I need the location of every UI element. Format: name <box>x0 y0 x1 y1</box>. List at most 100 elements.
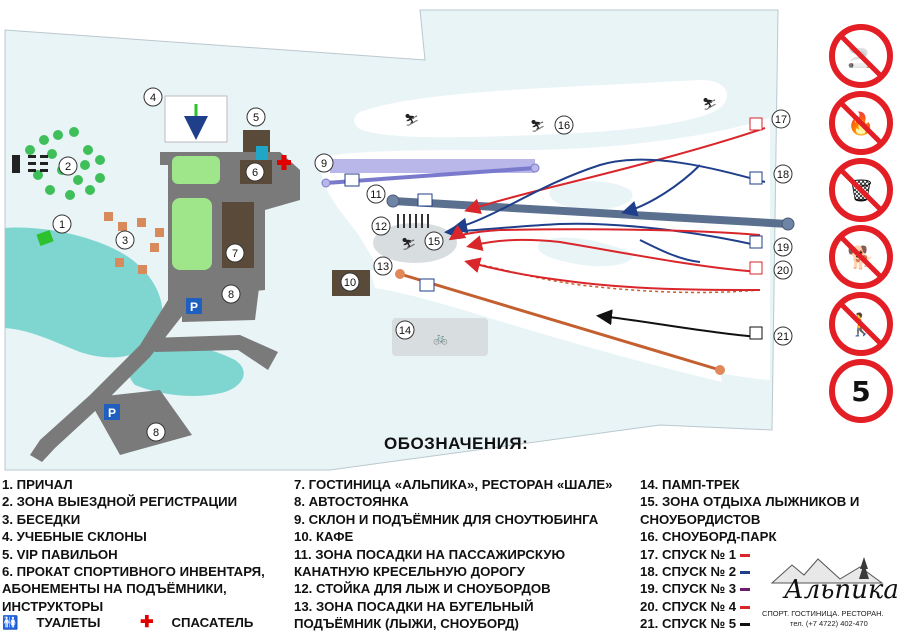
legend-item: 16. СНОУБОРД-ПАРК <box>640 529 777 545</box>
map-number-label: 13 <box>377 261 389 273</box>
rescuer-cross <box>277 155 291 170</box>
map-number-badge <box>773 326 793 346</box>
legend-item: 1. ПРИЧАЛ <box>2 477 73 492</box>
legend-item: 14. ПАМП-ТРЕК <box>640 477 740 492</box>
alpika-logo: Альпика СПОРТ. ГОСТИНИЦА. РЕСТОРАН. тел.… <box>752 553 900 633</box>
prohibition-signs: 🚬🔥🗑🐕🚶5 <box>829 24 893 423</box>
map-number-badge <box>773 164 793 184</box>
grass-field-1 <box>172 156 220 184</box>
run-start-markers <box>344 117 763 340</box>
toilet-icon: 🚻 <box>2 615 19 630</box>
run-5 <box>596 309 759 338</box>
legend-item: 21. СПУСК № 5 <box>640 616 737 632</box>
legend-run-2: 18. СПУСК № 2 <box>640 563 859 580</box>
legend-title: ОБОЗНАЧЕНИЯ: <box>384 434 529 453</box>
logo-name: Альпика <box>784 575 899 605</box>
map-number-label: 2 <box>65 161 71 173</box>
legend-run-5: 21. СПУСК № 5 <box>640 615 859 632</box>
map-number-label: 8 <box>153 427 159 439</box>
run-3b <box>639 239 701 263</box>
skier-icons: ⛷ ⛷ ⛷ ⛷ 🚲 <box>401 97 717 345</box>
legend-item: СНОУБОРДИСТОВ <box>640 511 761 527</box>
map-number-badge <box>366 184 386 204</box>
map-number-badge <box>146 422 166 442</box>
run-swatch <box>740 553 751 557</box>
run-4b <box>466 235 761 273</box>
pier <box>36 229 54 247</box>
ski-rack <box>397 214 429 228</box>
map-number-badge <box>246 107 266 127</box>
svg-text:⛷: ⛷ <box>702 97 717 111</box>
legend-item: 12. СТОЙКА ДЛЯ ЛЫЖ И СНОУБОРДОВ <box>294 581 551 597</box>
run-4 <box>448 224 761 241</box>
tow-lift-line <box>399 272 721 372</box>
svg-text:⛷: ⛷ <box>404 113 419 127</box>
map-number-label: 5 <box>253 112 259 124</box>
map-number-badge <box>424 231 444 251</box>
legend-item: ИНСТРУКТОРЫ <box>2 598 104 614</box>
svg-text:🚲: 🚲 <box>433 331 448 345</box>
map-number-label: 7 <box>232 248 238 260</box>
legend-item: ПОДЪЁМНИК (ЛЫЖИ, СНОУБОРД) <box>294 616 519 632</box>
cross-icon: ✚ <box>140 614 154 631</box>
legend-item: 19. СПУСК № 3 <box>640 581 737 597</box>
map-number-label: 1 <box>59 219 65 231</box>
svg-text:⛷: ⛷ <box>530 119 545 133</box>
run-1 <box>464 127 766 214</box>
map-number-label: 14 <box>399 325 411 337</box>
map-number-badge <box>58 156 78 176</box>
registration-zone <box>12 155 48 173</box>
parking-label: P <box>108 406 116 420</box>
svg-text:⛷: ⛷ <box>401 237 416 251</box>
map-number-label: 16 <box>558 120 570 132</box>
parking-sign-2 <box>104 404 120 420</box>
map-number-badge <box>373 256 393 276</box>
map-number-label: 9 <box>321 158 327 170</box>
map-number-badge <box>371 216 391 236</box>
map-number-label: 12 <box>375 221 387 233</box>
run-swatch <box>740 605 751 609</box>
run-2 <box>451 158 766 234</box>
no-dogs-icon: 🐕 <box>829 225 893 289</box>
map-number-badge <box>395 320 415 340</box>
legend-item: 13. ЗОНА ПОСАДКИ НА БУГЕЛЬНЫЙ <box>294 598 534 614</box>
legend-item: 11. ЗОНА ПОСАДКИ НА ПАССАЖИРСКУЮ <box>294 546 566 562</box>
chairlift-line <box>392 197 789 228</box>
legend-rescuer: ✚ СПАСАТЕЛЬ <box>140 614 271 631</box>
legend-column-2: 7. ГОСТИНИЦА «АЛЬПИКА», РЕСТОРАН «ШАЛЕ» … <box>294 476 613 633</box>
lift-corridor <box>370 270 722 382</box>
no-fire-icon: 🔥 <box>829 91 893 155</box>
map-number-label: 21 <box>777 331 789 343</box>
legend-item: 10. КАФЕ <box>294 529 354 545</box>
legend-run-3: 19. СПУСК № 3 <box>640 580 859 597</box>
map-number-label: 3 <box>122 235 128 247</box>
legend-item: 15. ЗОНА ОТДЫХА ЛЫЖНИКОВ И <box>640 494 860 510</box>
logo-phone: тел. (+7 4722) 402-470 <box>790 619 868 628</box>
run-3 <box>444 222 761 247</box>
map-number-label: 18 <box>777 169 789 181</box>
no-littering-icon: 🗑 <box>829 158 893 222</box>
run-swatch <box>740 588 751 592</box>
logo-tagline: СПОРТ. ГОСТИНИЦА. РЕСТОРАН. <box>762 609 884 618</box>
legend-item: 4. УЧЕБНЫЕ СКЛОНЫ <box>2 529 147 545</box>
map-number-badge <box>314 153 334 173</box>
legend-toilets: 🚻ТУАЛЕТЫ <box>2 615 118 630</box>
map-number-badge <box>771 109 791 129</box>
map-number-badge <box>340 272 360 292</box>
legend-item: 2. ЗОНА ВЫЕЗДНОЙ РЕГИСТРАЦИИ <box>2 494 238 510</box>
map-number-badge <box>143 87 163 107</box>
no-smoking-icon: 🚬 <box>829 24 893 88</box>
legend-rescuer-label: СПАСАТЕЛЬ <box>171 615 254 630</box>
run-swatch <box>740 571 751 575</box>
map-number-badge <box>554 115 574 135</box>
legend-item: КАНАТНУЮ КРЕСЕЛЬНУЮ ДОРОГУ <box>294 564 525 580</box>
run-swatch <box>740 623 751 627</box>
legend-item: 18. СПУСК № 2 <box>640 564 737 580</box>
map-number-label: 17 <box>775 114 787 126</box>
legend-run-1: 17. СПУСК № 1 <box>640 546 859 563</box>
map-number-label: 11 <box>370 189 381 201</box>
no-walking-icon: 🚶 <box>829 292 893 356</box>
road-branch <box>150 335 278 370</box>
